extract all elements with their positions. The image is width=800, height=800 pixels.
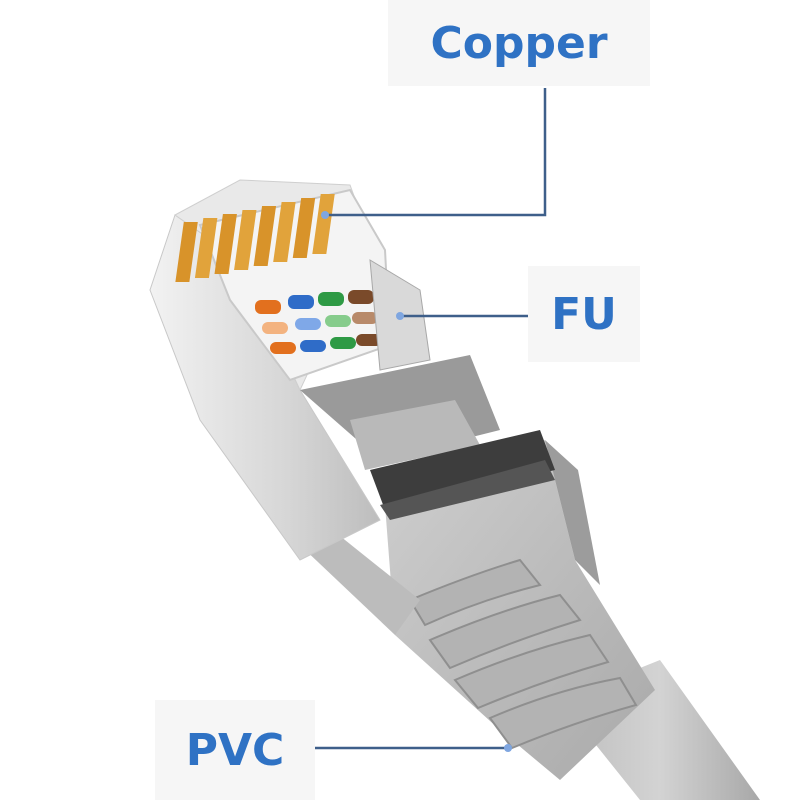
fu-marker-dot	[396, 312, 404, 320]
copper-callout: Copper	[388, 0, 650, 86]
strain-relief-boot	[300, 440, 655, 780]
pvc-callout: PVC	[155, 700, 315, 800]
pvc-marker-dot	[504, 744, 512, 752]
copper-marker-dot	[321, 211, 329, 219]
twisted-pair-wires	[255, 290, 382, 354]
fu-label: FU	[551, 288, 617, 340]
leader-lines	[290, 88, 547, 750]
copper-leader-line	[325, 88, 547, 217]
fu-callout: FU	[528, 266, 640, 362]
copper-contacts	[175, 194, 335, 282]
pvc-label: PVC	[185, 724, 285, 776]
leader-dots	[321, 211, 512, 752]
copper-label: Copper	[430, 17, 608, 69]
contact-window	[175, 188, 431, 382]
